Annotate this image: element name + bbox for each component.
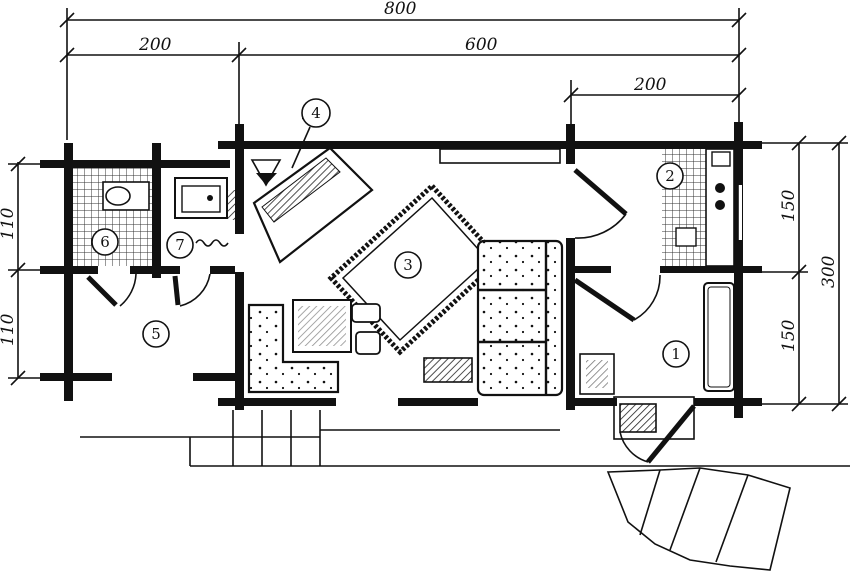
dimension-right-heights: 150 150 300 — [760, 135, 848, 412]
sofa — [476, 239, 564, 397]
bed — [703, 282, 735, 392]
dim-label-200-left: 200 — [138, 35, 172, 55]
dim-label-300: 300 — [819, 255, 839, 288]
walls — [40, 122, 762, 440]
room-3-living — [247, 182, 564, 397]
dimension-left-heights: 110 110 — [0, 156, 70, 386]
dim-label-110-lower: 110 — [0, 313, 18, 346]
dimension-left-width: 200 — [59, 35, 247, 125]
corner-sofa — [247, 303, 340, 394]
dimension-total-width: 800 — [59, 0, 747, 140]
dim-label-150-upper: 150 — [779, 189, 799, 222]
room-5-vestibule — [86, 273, 211, 348]
dimension-main-width: 600 — [239, 35, 747, 63]
room-number-6: 6 — [100, 233, 110, 251]
room-number-7: 7 — [175, 236, 185, 254]
dim-label-800: 800 — [384, 0, 417, 19]
room-number-3: 3 — [403, 256, 413, 274]
room-7-shower — [161, 168, 235, 266]
dim-label-150-lower: 150 — [779, 319, 799, 352]
porch-and-steps — [80, 410, 850, 571]
room-number-4: 4 — [311, 104, 321, 122]
room-6-toilet — [73, 168, 152, 266]
dimension-right-room-width: 200 — [563, 75, 747, 128]
room-number-5: 5 — [151, 325, 161, 343]
room-number-2: 2 — [665, 167, 675, 185]
room-1-bedroom — [573, 274, 735, 464]
room-2-kitchen — [573, 148, 735, 267]
dim-label-600: 600 — [465, 35, 498, 55]
dim-label-200-right: 200 — [633, 75, 667, 95]
room-number-1: 1 — [671, 345, 681, 363]
room-4-furniture — [250, 98, 374, 264]
dim-label-110-upper: 110 — [0, 207, 18, 240]
